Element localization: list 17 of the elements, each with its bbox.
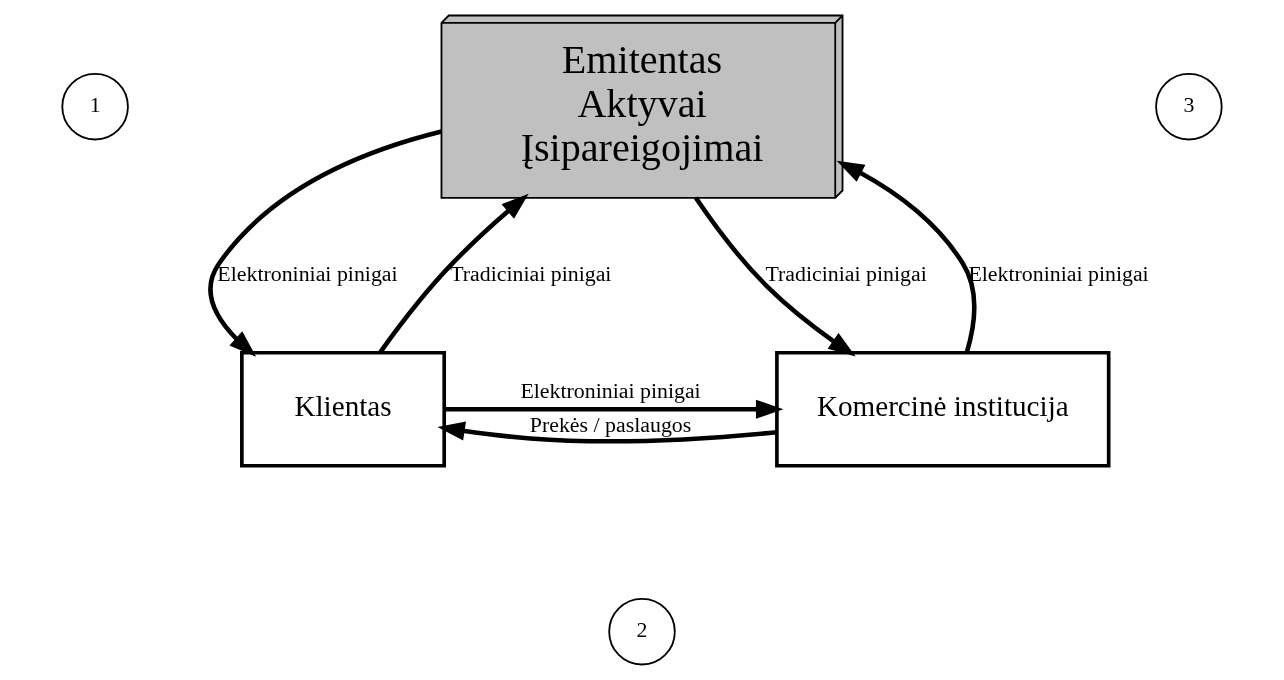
node-circle: 2 <box>608 597 676 666</box>
arrow <box>378 193 529 354</box>
edge-label: Elektroniniai pinigai <box>520 378 701 403</box>
edge-label: Tradiciniai pinigai <box>765 261 927 286</box>
node-circle: 3 <box>1155 72 1223 141</box>
arrow <box>836 160 977 354</box>
edge-label: Prekės / paslaugos <box>529 413 692 438</box>
arrow <box>693 196 856 357</box>
edge-label: Tradiciniai pinigai <box>450 261 612 286</box>
edge-label: Elektroniniai pinigai <box>968 261 1149 286</box>
arrow <box>437 421 777 444</box>
node-box: Klientas <box>240 350 447 468</box>
arrow <box>444 399 784 419</box>
node-circle: 1 <box>61 72 129 141</box>
edge-label: Elektroniniai pinigai <box>217 261 398 286</box>
node-box: Komercinė institucija <box>775 350 1111 468</box>
arrow <box>208 129 443 357</box>
